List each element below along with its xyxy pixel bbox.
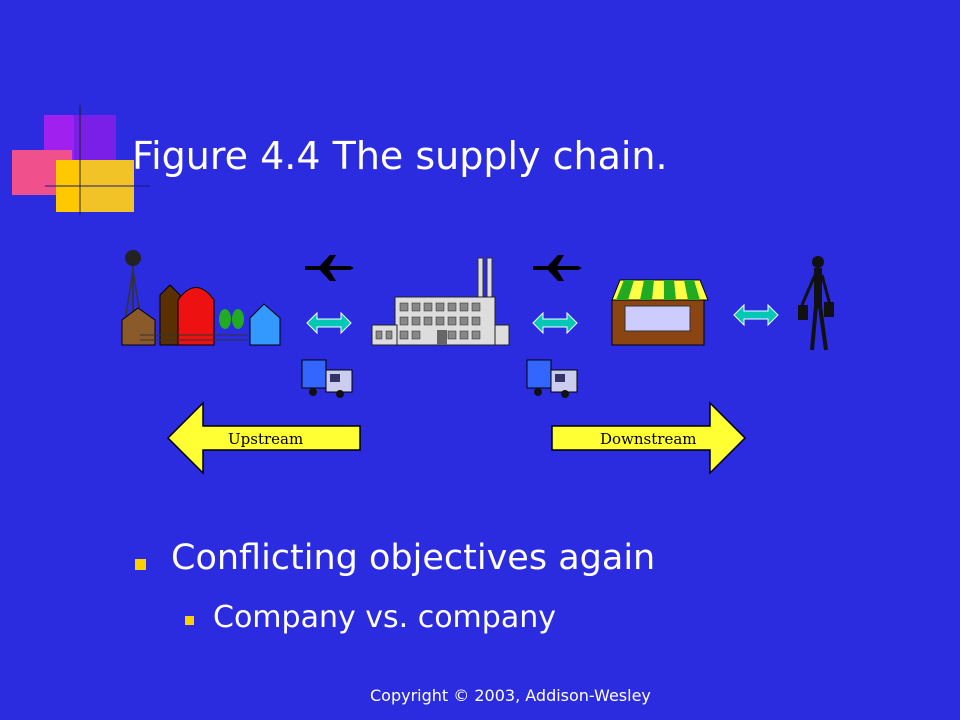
bullet-marker [135,559,146,570]
airplane-icon [533,255,582,281]
bullet-marker [185,616,194,625]
factory-icon [371,257,510,346]
truck-icon [301,359,353,398]
shopper-icon [798,256,834,351]
store-icon [611,279,709,346]
slide-title: Figure 4.4 The supply chain. [132,134,668,178]
exchange-arrow-icon [733,303,779,327]
airplane-icon [305,255,354,281]
downstream-arrow: Downstream [551,401,747,475]
bullet-level-1: Conflicting objectives again [171,538,656,578]
farm-icon [121,250,281,346]
upstream-arrow: Upstream [166,401,361,475]
truck-icon [526,359,578,398]
exchange-arrow-icon [532,311,578,335]
downstream-label: Downstream [600,430,697,448]
exchange-arrow-icon [306,311,352,335]
decorative-squares [12,105,150,215]
copyright-footer: Copyright © 2003, Addison-Wesley [370,686,651,705]
upstream-label: Upstream [228,430,303,448]
bullet-level-2: Company vs. company [213,600,556,635]
